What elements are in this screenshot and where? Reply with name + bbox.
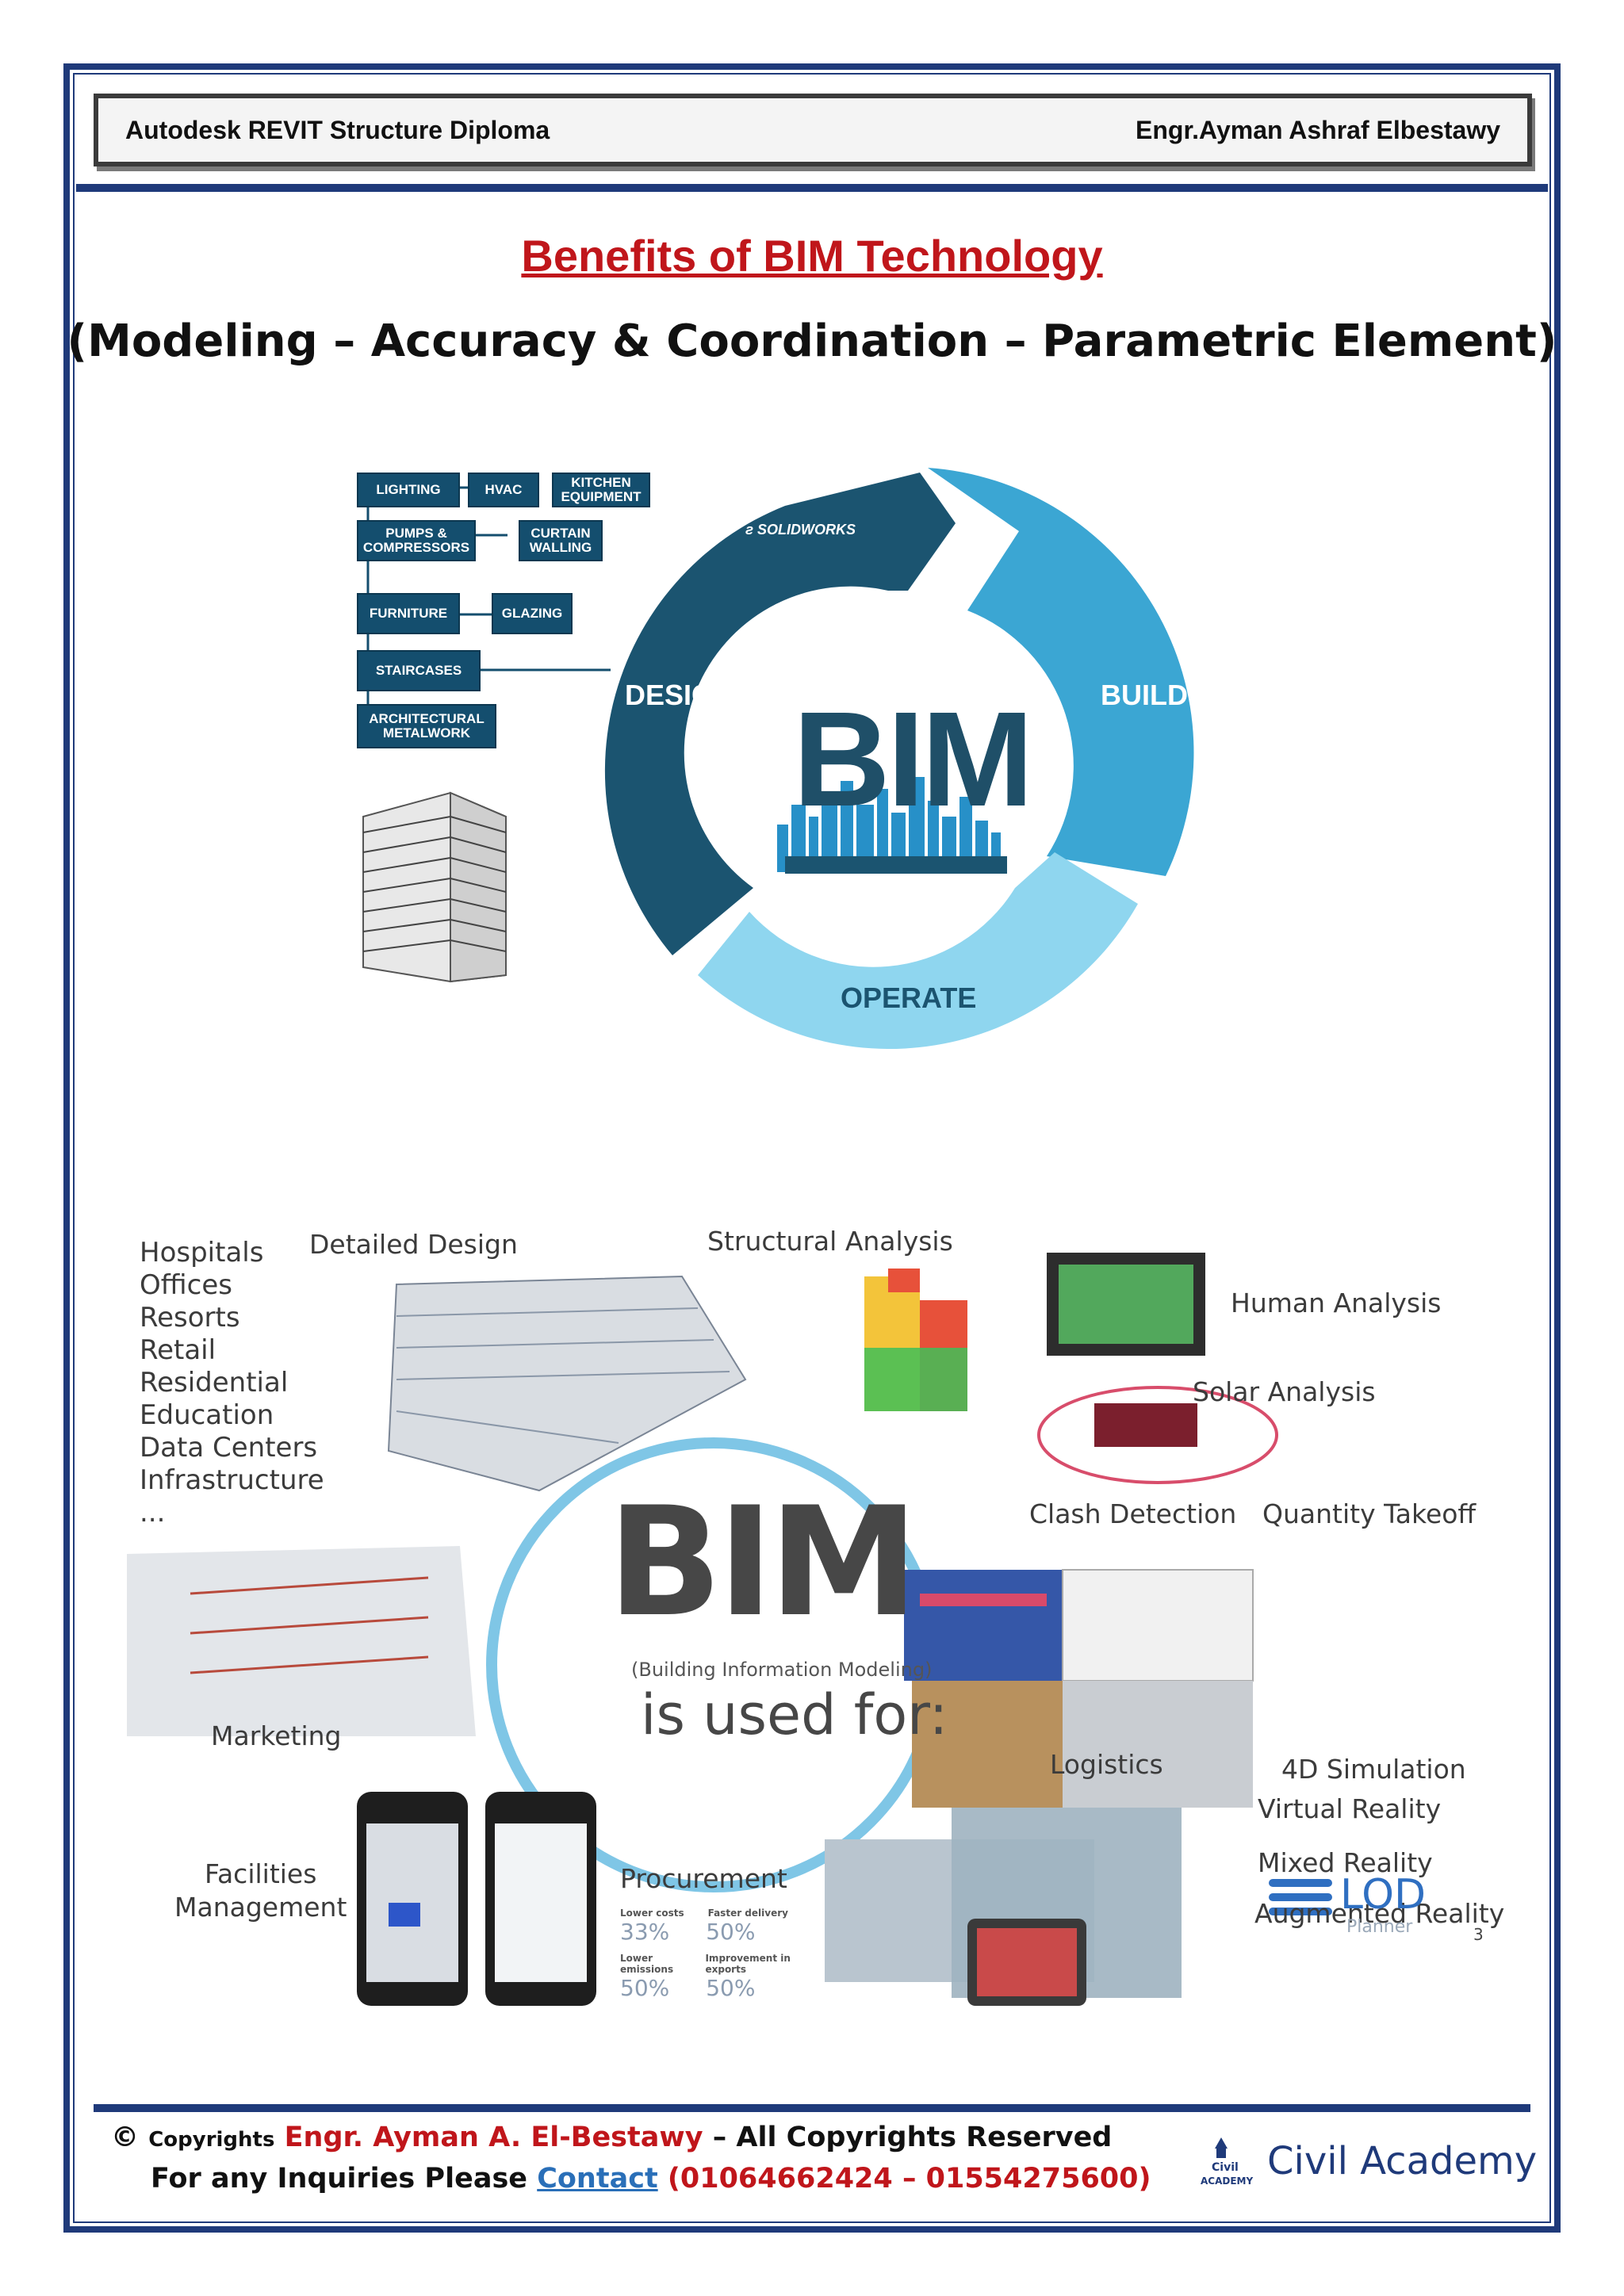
lod-planner-text: Planner bbox=[1346, 1917, 1413, 1937]
civil-academy-name: Civil Academy bbox=[1267, 2139, 1538, 2183]
stat-value: 50% bbox=[706, 1975, 756, 2001]
tag-furniture: FURNITURE bbox=[357, 593, 460, 634]
build-segment bbox=[928, 468, 1194, 876]
header-divider bbox=[76, 184, 1548, 192]
label-quantity-takeoff: Quantity Takeoff bbox=[1262, 1498, 1477, 1529]
detailed-design-image bbox=[387, 1275, 747, 1492]
quantity-takeoff-image bbox=[1062, 1569, 1254, 1682]
label-logistics: Logistics bbox=[1050, 1749, 1163, 1780]
clash-detection-image bbox=[904, 1570, 1063, 1681]
operate-segment bbox=[698, 852, 1138, 1050]
marketing-image bbox=[127, 1546, 476, 1736]
label-mixed-reality: Mixed Reality bbox=[1258, 1847, 1433, 1878]
sector-item: Infrastructure bbox=[140, 1464, 324, 1496]
label-clash-detection: Clash Detection bbox=[1029, 1498, 1237, 1529]
bim-used-for-text: is used for: bbox=[641, 1682, 948, 1747]
building-model-image bbox=[362, 791, 507, 983]
tag-curtain-walling: CURTAIN WALLING bbox=[519, 520, 603, 561]
contact-link[interactable]: Contact bbox=[537, 2163, 658, 2195]
footer-copyright: © Copyrights Engr. Ayman A. El-Bestawy –… bbox=[111, 2122, 1112, 2153]
sector-item: Residential bbox=[140, 1367, 289, 1399]
tag-staircases: STAIRCASES bbox=[357, 650, 481, 691]
design-segment bbox=[604, 473, 956, 955]
sector-item: Offices bbox=[140, 1269, 232, 1301]
4d-simulation-image bbox=[1063, 1681, 1253, 1808]
stat-value: 33% bbox=[620, 1919, 670, 1945]
sector-item: Resorts bbox=[140, 1302, 240, 1334]
label-structural-analysis: Structural Analysis bbox=[707, 1226, 953, 1257]
operate-label: OPERATE bbox=[841, 982, 977, 1014]
inquiry-text: For any Inquiries Please bbox=[151, 2163, 528, 2195]
bim-uses-figure: Hospitals Offices Resorts Retail Residen… bbox=[127, 1221, 1522, 2030]
civil-academy-icon bbox=[1215, 2137, 1228, 2158]
civil-academy-small-2: ACADEMY bbox=[1201, 2175, 1254, 2187]
bim-used-subtitle: (Building Information Modeling) bbox=[631, 1659, 933, 1681]
civil-academy-small-1: Civil bbox=[1212, 2161, 1239, 2174]
label-4d-simulation: 4D Simulation bbox=[1281, 1754, 1466, 1785]
solar-analysis-image bbox=[1037, 1386, 1278, 1484]
footer-divider bbox=[94, 2104, 1530, 2112]
lod-logo-text: LOD bbox=[1340, 1871, 1427, 1919]
bim-uses-illustrations bbox=[127, 1253, 1332, 2006]
stat-label: Improvement in exports bbox=[705, 1953, 791, 1975]
build-label: BUILD bbox=[1101, 679, 1188, 711]
sector-list: Hospitals Offices Resorts Retail Residen… bbox=[140, 1237, 324, 1529]
page-header: Autodesk REVIT Structure Diploma Engr.Ay… bbox=[94, 94, 1532, 166]
sector-item: Hospitals bbox=[140, 1237, 264, 1269]
sector-item: Education bbox=[140, 1399, 274, 1431]
label-detailed-design: Detailed Design bbox=[309, 1229, 518, 1260]
phone-numbers: (01064662424 – 01554275600) bbox=[667, 2163, 1151, 2195]
tag-architectural-metalwork: ARCHITECTURAL METALWORK bbox=[357, 704, 496, 748]
bim-cycle-center-text: BIM bbox=[793, 684, 1034, 835]
design-label: DESIGN bbox=[625, 679, 735, 711]
label-management: Management bbox=[174, 1892, 347, 1923]
sector-item: Retail bbox=[140, 1334, 216, 1366]
bim-used-title: BIM bbox=[607, 1475, 919, 1650]
stat-label: Lower emissions bbox=[620, 1953, 674, 1975]
footer-rights: – All Copyrights Reserved bbox=[712, 2122, 1113, 2153]
civil-academy-logo: Civil ACADEMY bbox=[1191, 2134, 1524, 2198]
slide-number: 3 bbox=[1473, 1925, 1484, 1944]
stat-value: 50% bbox=[706, 1919, 756, 1945]
page-inner-border bbox=[73, 73, 1551, 2223]
sector-item: Data Centers bbox=[140, 1432, 318, 1464]
label-solar-analysis: Solar Analysis bbox=[1193, 1376, 1376, 1407]
tag-hvac: HVAC bbox=[468, 473, 539, 507]
stat-value: 50% bbox=[620, 1975, 670, 2001]
label-virtual-reality: Virtual Reality bbox=[1258, 1793, 1442, 1824]
page-title: Benefits of BIM Technology bbox=[521, 231, 1103, 281]
label-augmented-reality: Augmented Reality bbox=[1254, 1898, 1505, 1929]
procurement-stats: Lower costs Faster delivery 33% 50% Lowe… bbox=[620, 1908, 795, 2001]
label-procurement: Procurement bbox=[620, 1863, 787, 1894]
label-facilities: Facilities bbox=[205, 1858, 317, 1889]
solidworks-brand: SOLIDWORKS bbox=[757, 522, 856, 538]
bim-lifecycle-figure: LIGHTING HVAC KITCHEN EQUIPMENT PUMPS & … bbox=[349, 444, 1300, 1078]
solidworks-ds-icon: ƨ bbox=[745, 522, 758, 538]
tag-glazing: GLAZING bbox=[492, 593, 573, 634]
tag-pumps-compressors: PUMPS & COMPRESSORS bbox=[357, 520, 476, 561]
copyrights-word: Copyrights bbox=[148, 2128, 275, 2152]
tag-lighting: LIGHTING bbox=[357, 473, 460, 507]
footer-contact: For any Inquiries Please Contact (010646… bbox=[151, 2163, 1151, 2195]
page-subtitle: (Modeling – Accuracy & Coordination – Pa… bbox=[67, 316, 1557, 367]
sector-item: ... bbox=[140, 1497, 166, 1529]
stat-label: Faster delivery bbox=[707, 1908, 788, 1919]
tag-kitchen-equipment: KITCHEN EQUIPMENT bbox=[552, 473, 650, 507]
label-marketing: Marketing bbox=[211, 1720, 342, 1751]
lod-logo-icon bbox=[1269, 1879, 1332, 1915]
label-human-analysis: Human Analysis bbox=[1231, 1288, 1442, 1318]
author-name: Engr.Ayman Ashraf Elbestawy bbox=[1136, 115, 1500, 144]
stat-label: Lower costs bbox=[620, 1908, 684, 1919]
solidworks-logo: ƨ SOLIDWORKS bbox=[745, 522, 856, 538]
course-title: Autodesk REVIT Structure Diploma bbox=[125, 115, 550, 144]
logistics-image bbox=[912, 1681, 1063, 1808]
page-outer-border bbox=[63, 63, 1561, 2233]
bim-cycle-diagram bbox=[604, 468, 1194, 1050]
copyright-symbol: © bbox=[111, 2122, 139, 2153]
footer-author: Engr. Ayman A. El-Bestawy bbox=[284, 2122, 703, 2153]
structural-analysis-image bbox=[864, 1269, 967, 1411]
